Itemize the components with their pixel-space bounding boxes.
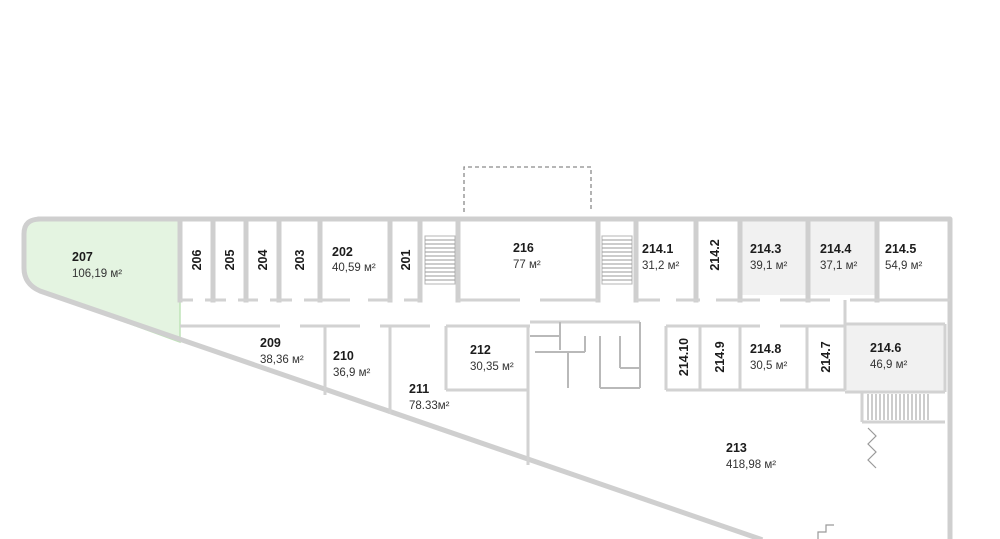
dashed-annex xyxy=(463,166,592,212)
room-213-number: 213 xyxy=(726,441,747,455)
room-209-number: 209 xyxy=(260,336,281,350)
room-211-area: 78.33м² xyxy=(409,400,450,412)
room-214-2-number: 214.2 xyxy=(708,239,722,270)
room-207[interactable]: 207 106,19 м² xyxy=(72,250,122,280)
room-211-number: 211 xyxy=(409,382,429,396)
room-214-10[interactable]: 214.10 xyxy=(677,338,691,376)
room-209-area: 38,36 м² xyxy=(260,354,304,366)
room-212[interactable]: 212 30,35 м² xyxy=(470,343,514,373)
room-213[interactable]: 213 418,98 м² xyxy=(726,441,776,471)
room-201[interactable]: 201 xyxy=(399,250,413,271)
room-214-6-area: 46,9 м² xyxy=(870,359,907,371)
room-210[interactable]: 210 36,9 м² xyxy=(333,349,370,379)
room-216-area: 77 м² xyxy=(513,259,541,271)
room-214-4-number: 214.4 xyxy=(820,242,851,256)
room-214-4[interactable]: 214.4 37,1 м² xyxy=(820,242,857,272)
room-214-6[interactable]: 214.6 46,9 м² xyxy=(870,341,907,371)
bottom-row-walls xyxy=(180,300,947,465)
room-207-number: 207 xyxy=(72,250,93,264)
room-213-area: 418,98 м² xyxy=(726,459,776,471)
room-201-number: 201 xyxy=(399,250,413,271)
room-214-5-area: 54,9 м² xyxy=(885,260,922,272)
ramp-steps xyxy=(817,524,834,539)
room-214-4-fill[interactable] xyxy=(809,219,877,295)
room-214-8-area: 30,5 м² xyxy=(750,360,787,372)
room-214-6-number: 214.6 xyxy=(870,341,901,355)
room-206-number: 206 xyxy=(190,250,204,271)
room-210-number: 210 xyxy=(333,349,354,363)
ramp-zigzag xyxy=(867,427,877,469)
room-214-5-number: 214.5 xyxy=(885,242,916,256)
room-214-10-number: 214.10 xyxy=(677,338,691,376)
room-214-9[interactable]: 214.9 xyxy=(713,341,727,372)
room-205-number: 205 xyxy=(223,250,237,271)
room-214-3-fill[interactable] xyxy=(742,219,806,295)
room-214-1-area: 31,2 м² xyxy=(642,260,679,272)
room-211[interactable]: 211 78.33м² xyxy=(409,382,450,412)
room-214-8-number: 214.8 xyxy=(750,342,781,356)
building-outline xyxy=(21,216,953,539)
room-210-area: 36,9 м² xyxy=(333,367,370,379)
room-203[interactable]: 203 xyxy=(293,250,307,271)
room-214-4-area: 37,1 м² xyxy=(820,260,857,272)
room-216-number: 216 xyxy=(513,241,534,255)
room-214-1-number: 214.1 xyxy=(642,242,673,256)
stair-left xyxy=(424,235,456,285)
room-204-number: 204 xyxy=(256,250,270,271)
room-202-area: 40,59 м² xyxy=(332,262,376,274)
room-206[interactable]: 206 xyxy=(190,250,204,271)
room-202[interactable]: 202 40,59 м² xyxy=(332,245,376,274)
room-207-fill[interactable] xyxy=(23,218,181,344)
room-207-area: 106,19 м² xyxy=(72,268,122,280)
room-212-area: 30,35 м² xyxy=(470,361,514,373)
room-202-number: 202 xyxy=(332,245,353,259)
room-214-9-number: 214.9 xyxy=(713,341,727,372)
room-209[interactable]: 209 38,36 м² xyxy=(260,336,304,366)
top-row-walls xyxy=(177,216,950,303)
room-205[interactable]: 205 xyxy=(223,250,237,271)
room-214-7-number: 214.7 xyxy=(819,341,833,372)
room-214-3-area: 39,1 м² xyxy=(750,260,787,272)
room-214-8[interactable]: 214.8 30,5 м² xyxy=(750,342,787,372)
room-214-3[interactable]: 214.3 39,1 м² xyxy=(750,242,787,272)
room-214-5[interactable]: 214.5 54,9 м² xyxy=(885,242,922,272)
stair-center xyxy=(601,235,633,285)
room-204[interactable]: 204 xyxy=(256,250,270,271)
room-214-7[interactable]: 214.7 xyxy=(819,341,833,372)
room-214-2[interactable]: 214.2 xyxy=(708,239,722,270)
room-214-6-fill[interactable] xyxy=(845,325,945,392)
room-216[interactable]: 216 77 м² xyxy=(513,241,541,271)
stair-right xyxy=(867,394,929,420)
room-203-number: 203 xyxy=(293,250,307,271)
room-214-1[interactable]: 214.1 31,2 м² xyxy=(642,242,679,272)
room-214-3-number: 214.3 xyxy=(750,242,781,256)
room-212-number: 212 xyxy=(470,343,491,357)
